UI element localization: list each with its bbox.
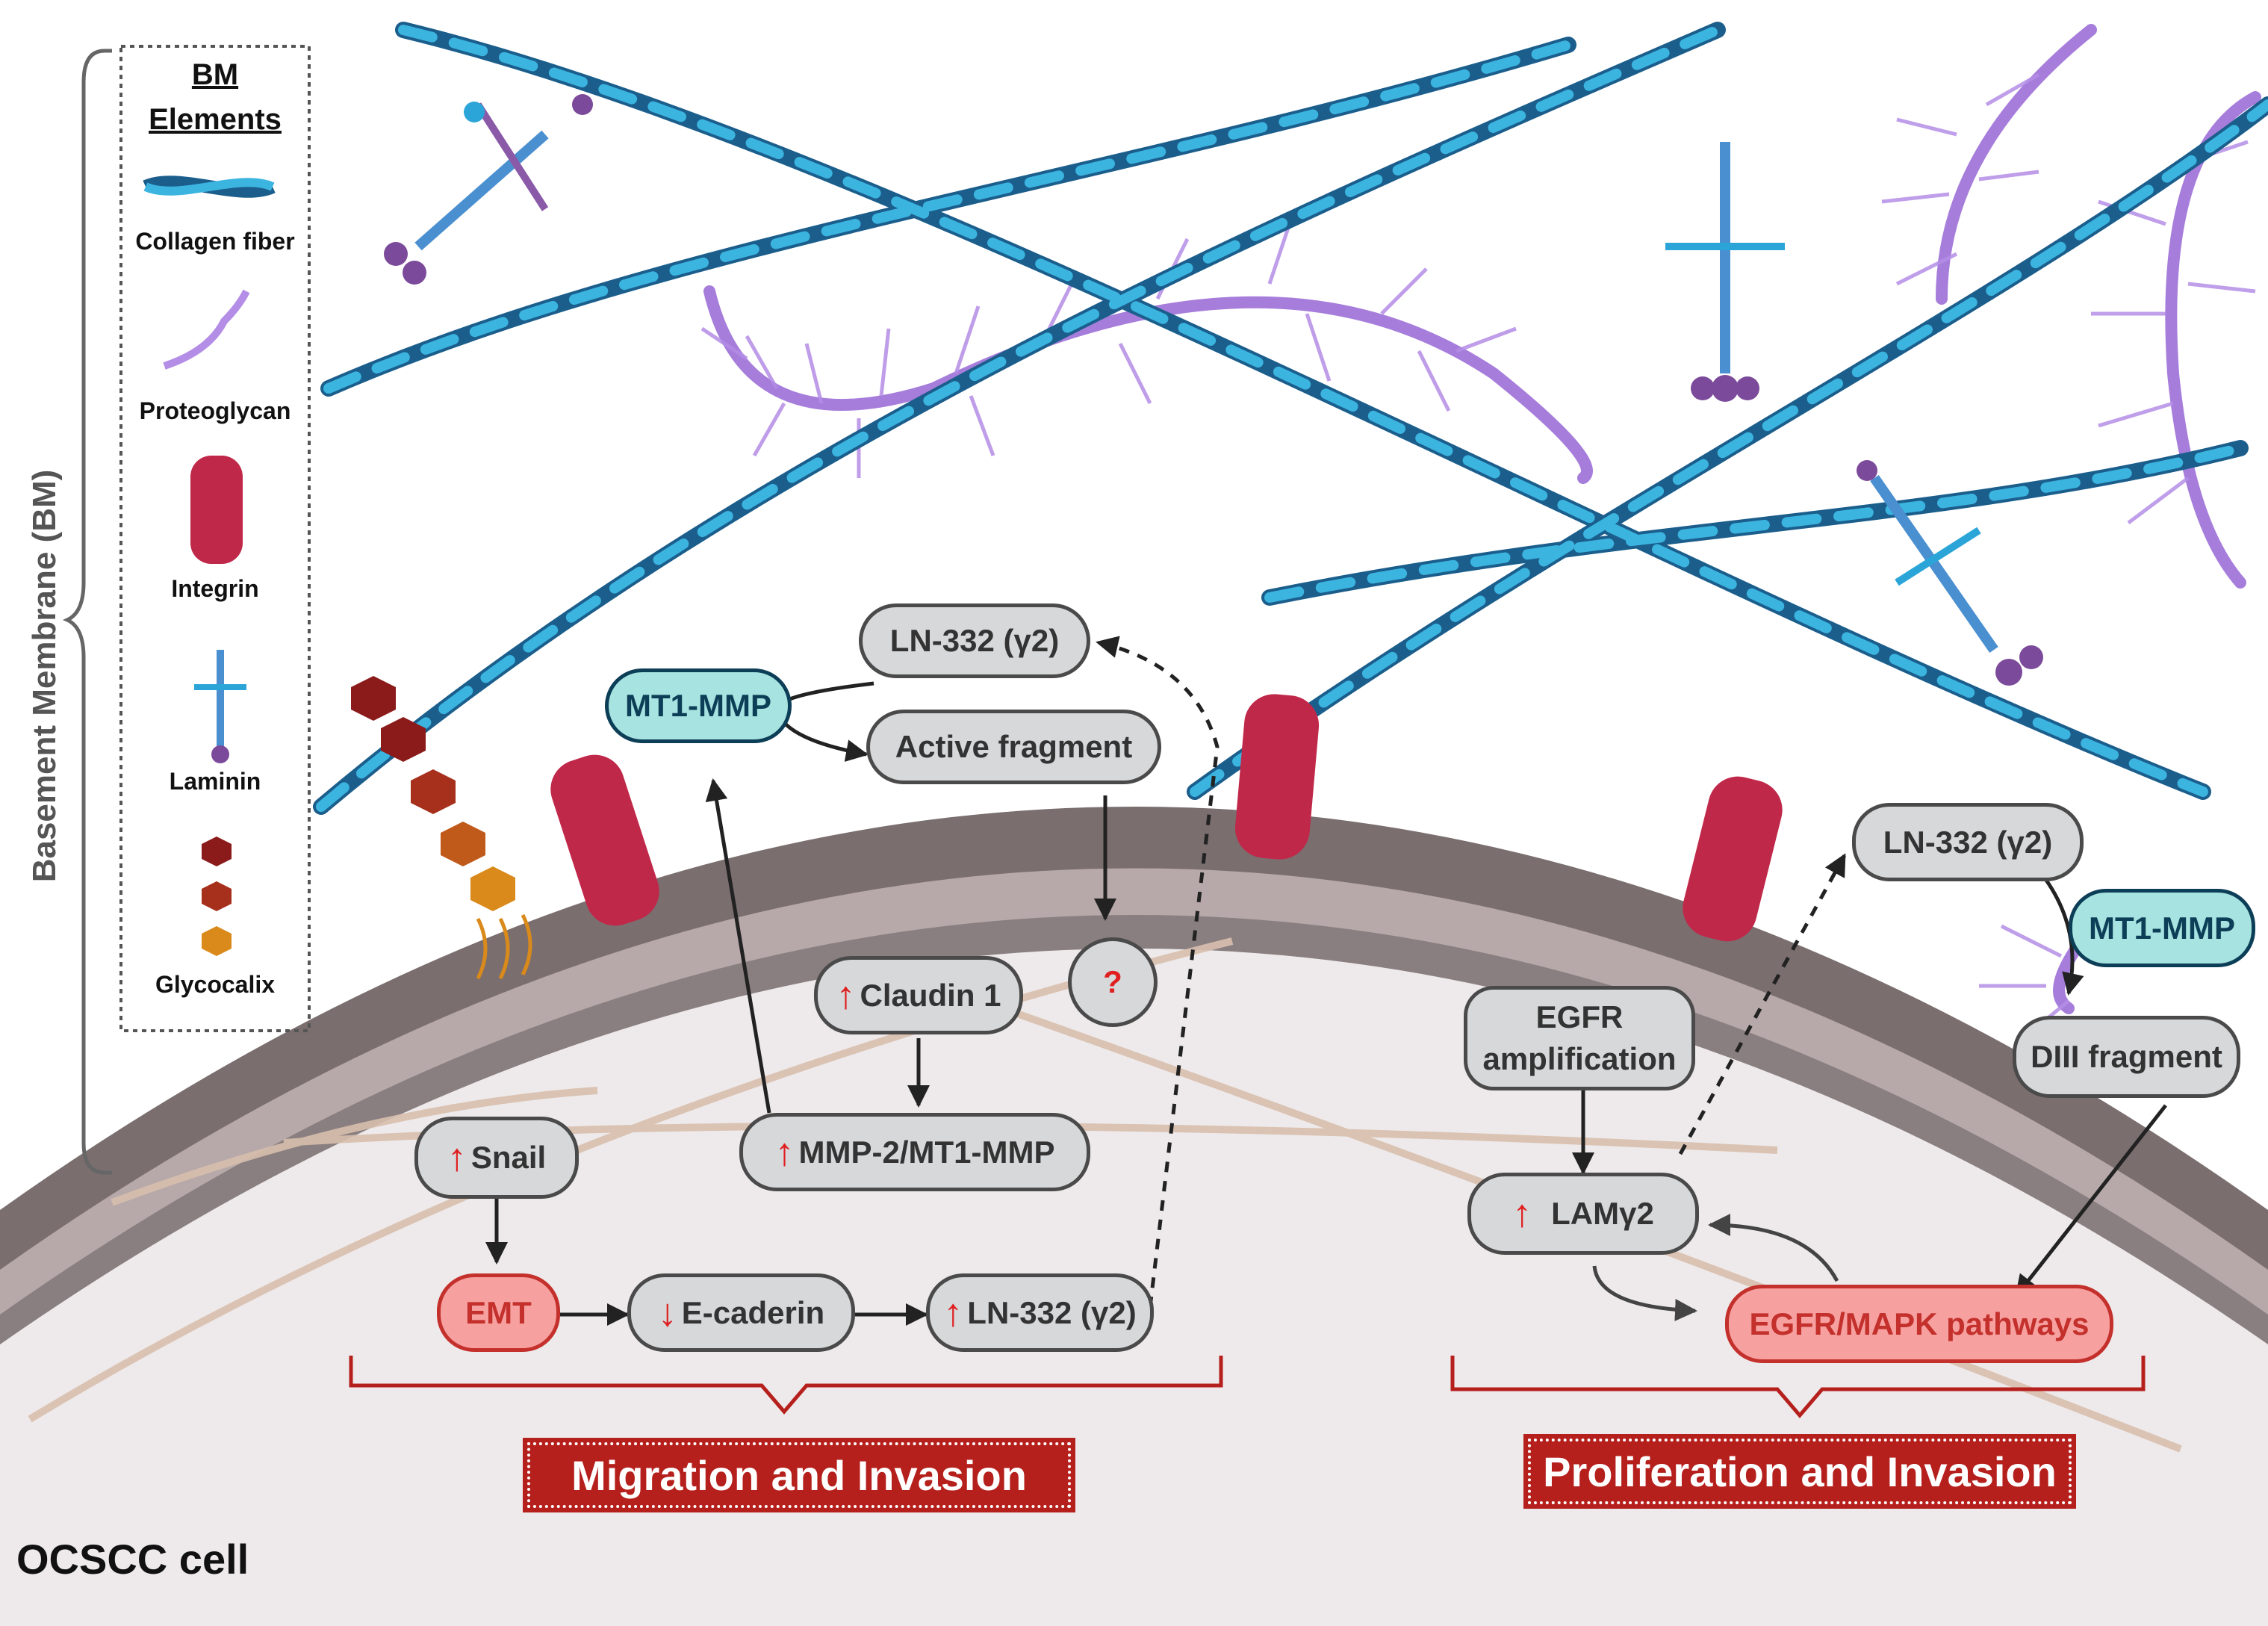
node-question: ? (1068, 937, 1158, 1027)
node-ln332-top: LN-332 (γ2) (859, 603, 1090, 678)
decrease-arrow-icon: ↓ (657, 1291, 677, 1335)
node-claudin: ↑ Claudin 1 (814, 956, 1023, 1034)
node-ecaderin-text: E-caderin (681, 1294, 825, 1330)
increase-arrow-icon: ↑ (447, 1136, 467, 1179)
node-lamy2-text: LAMγ2 (1551, 1196, 1654, 1231)
increase-arrow-icon: ↑ (1512, 1192, 1532, 1235)
legend-label-collagen-fiber: Collagen fiber (135, 228, 295, 255)
legend-title-line2: Elements (149, 103, 282, 136)
legend-icons (143, 176, 276, 956)
legend-label-laminin: Laminin (169, 768, 261, 795)
node-diii-fragment: DIII fragment (2013, 1016, 2240, 1098)
legend-frame (119, 45, 311, 1032)
node-ln332-bottom-text: LN-332 (γ2) (967, 1294, 1137, 1330)
node-snail: ↑ Snail (414, 1117, 579, 1199)
node-egfr-amp-line2: amplification (1482, 1041, 1677, 1076)
proteoglycan-branches (700, 72, 2256, 1040)
legend-label-glycocalix: Glycocalix (155, 971, 276, 998)
node-lamy2: ↑ LAMγ2 (1467, 1173, 1699, 1255)
node-ln332-right: LN-332 (γ2) (1852, 803, 2084, 881)
collagen-fiber-icon (313, 22, 2268, 815)
node-egfr-mapk: EGFR/MAPK pathways (1725, 1285, 2113, 1363)
node-mt1mmp-right: MT1-MMP (2069, 889, 2255, 967)
increase-arrow-icon: ↑ (943, 1291, 963, 1335)
outcome-proliferation-invasion: Proliferation and Invasion (1523, 1434, 2076, 1509)
node-ecaderin: ↓ E-caderin (627, 1273, 855, 1352)
bm-brace (62, 49, 112, 1175)
increase-arrow-icon: ↑ (836, 973, 856, 1017)
node-mmp2-text: MMP-2/MT1-MMP (798, 1134, 1055, 1170)
node-egfr-amplification: EGFR amplification (1464, 986, 1695, 1090)
integrin-icon (550, 694, 1783, 942)
cell-label: OCSCC cell (16, 1536, 249, 1583)
basement-membrane-label: Basement Membrane (BM) (26, 469, 63, 883)
node-claudin-text: Claudin 1 (860, 977, 1001, 1013)
node-mt1mmp-left: MT1-MMP (605, 668, 792, 743)
legend-label-proteoglycan: Proteoglycan (139, 397, 291, 424)
node-emt: EMT (437, 1273, 560, 1352)
legend-title-line1: BM (191, 58, 239, 91)
node-mmp2: ↑ MMP-2/MT1-MMP (739, 1113, 1090, 1191)
node-active-fragment: Active fragment (866, 710, 1161, 784)
outcome-migration-invasion: Migration and Invasion (523, 1438, 1075, 1512)
node-snail-text: Snail (470, 1140, 547, 1175)
node-question-text: ? (1103, 964, 1122, 999)
legend-label-integrin: Integrin (171, 575, 259, 602)
laminin-icon (384, 94, 2043, 686)
feedback-arrows (1592, 1214, 1839, 1321)
node-egfr-amp-line1: EGFR (1535, 999, 1624, 1034)
increase-arrow-icon: ↑ (774, 1130, 795, 1174)
outcome-brackets (349, 1356, 2146, 1418)
legend-title: BM Elements (125, 52, 305, 142)
node-ln332-bottom: ↑ LN-332 (γ2) (926, 1273, 1154, 1352)
glycocalix-icon (351, 676, 532, 980)
